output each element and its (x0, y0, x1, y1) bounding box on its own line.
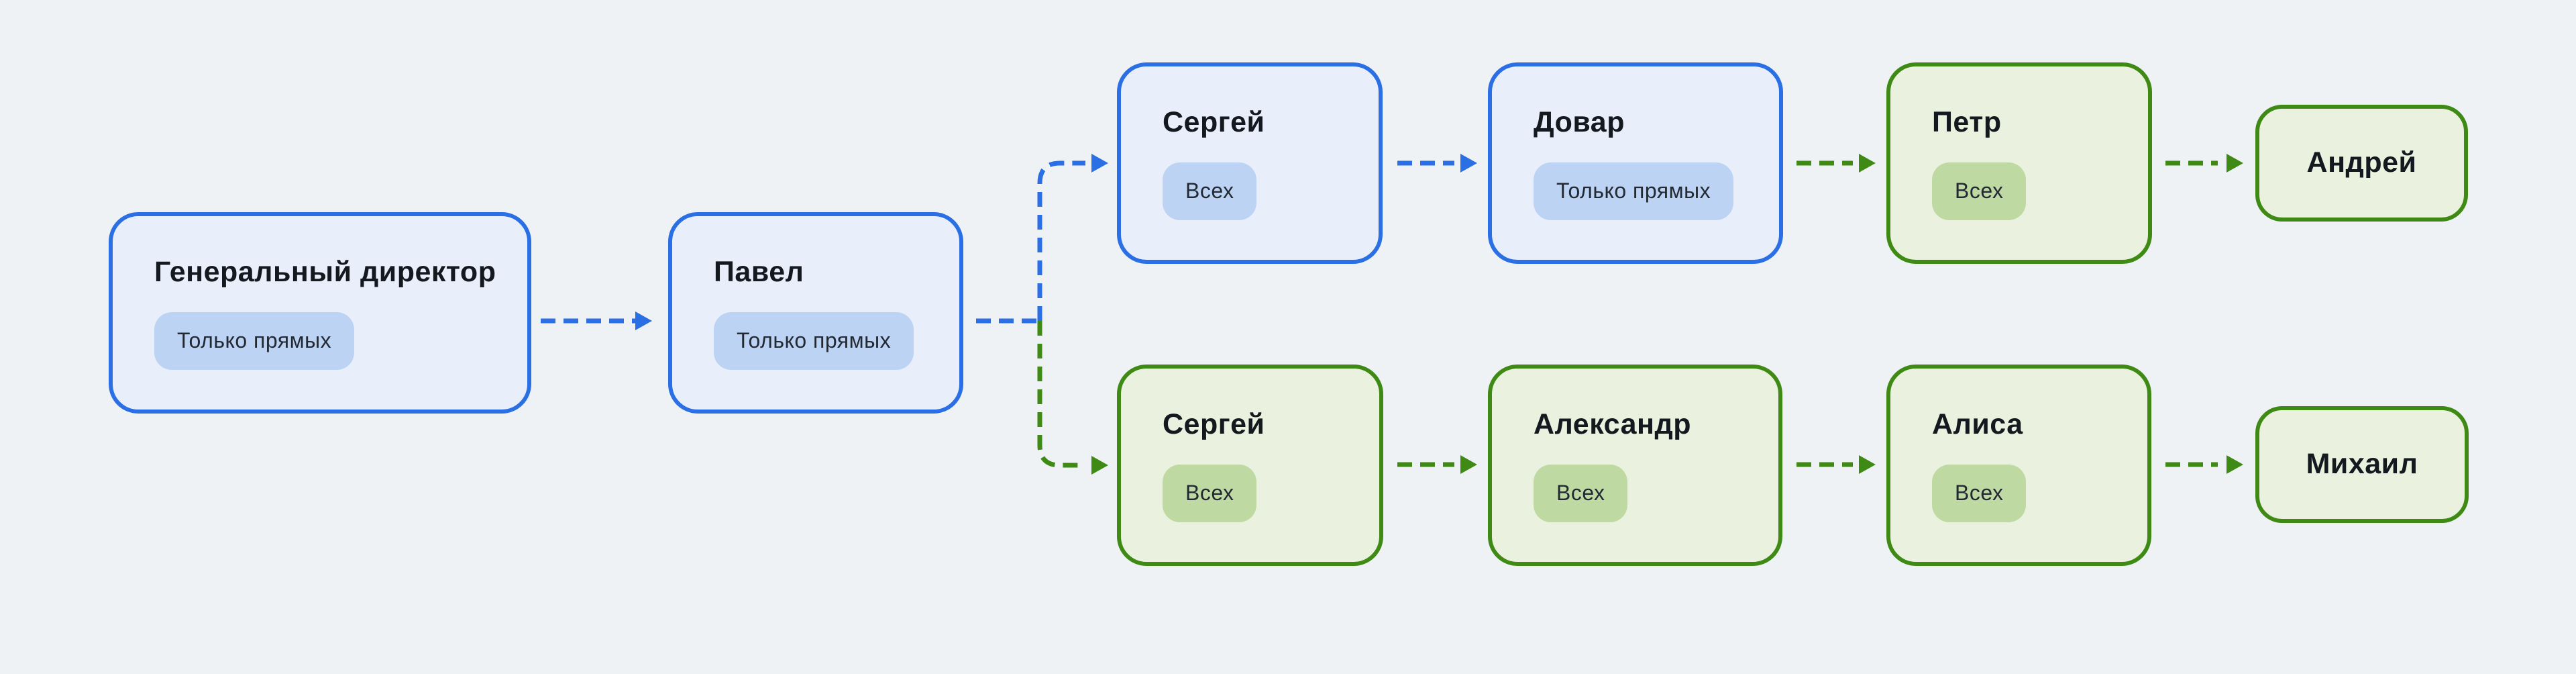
node-title: Александр (1534, 408, 1692, 441)
org-node-andrey[interactable]: Андрей (2255, 105, 2468, 222)
arrowhead-split-sergey-bottom (1091, 456, 1108, 475)
arrowhead-sergey-top-dovar (1460, 154, 1477, 173)
node-title: Алиса (1932, 408, 2023, 441)
edge-split-sergey-top (1037, 160, 1085, 321)
node-title: Довар (1534, 106, 1625, 139)
node-title: Сергей (1163, 408, 1265, 441)
arrowhead-petr-andrey (2226, 154, 2243, 173)
node-visibility-badge[interactable]: Всех (1534, 464, 1628, 522)
node-title: Петр (1932, 106, 2002, 139)
org-node-mikhail[interactable]: Михаил (2255, 406, 2469, 523)
arrowhead-dovar-petr (1859, 154, 1876, 173)
node-title: Сергей (1163, 106, 1265, 139)
edge-split-sergey-bottom (1037, 321, 1085, 468)
arrowhead-alisa-mikhail (2226, 455, 2243, 474)
node-title: Павел (714, 256, 804, 289)
node-visibility-badge[interactable]: Только прямых (1534, 162, 1734, 220)
arrowhead-ceo-pavel (635, 311, 652, 330)
arrowhead-split-sergey-top (1091, 154, 1108, 173)
node-visibility-badge[interactable]: Всех (1163, 162, 1257, 220)
node-visibility-badge[interactable]: Всех (1163, 464, 1257, 522)
node-title: Андрей (2306, 146, 2417, 179)
node-visibility-badge[interactable]: Только прямых (154, 311, 355, 370)
node-title: Михаил (2306, 448, 2418, 481)
node-visibility-badge[interactable]: Только прямых (714, 311, 914, 370)
arrowhead-sergey-bottom-alexandr (1460, 455, 1477, 474)
node-visibility-badge[interactable]: Всех (1932, 162, 2027, 220)
node-visibility-badge[interactable]: Всех (1932, 464, 2027, 522)
arrowhead-alexandr-alisa (1859, 455, 1876, 474)
node-title: Генеральный директор (154, 256, 496, 289)
